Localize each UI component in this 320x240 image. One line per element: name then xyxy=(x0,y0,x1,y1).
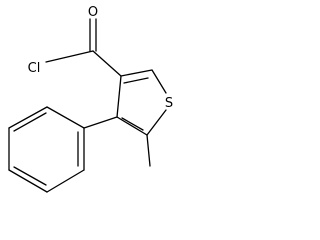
phenyl-bond-5 xyxy=(46,169,85,193)
chlorine-atom-label: Cl xyxy=(28,61,41,76)
carbonyl-ring-bond xyxy=(92,50,122,77)
thiophene-bond-s-c5 xyxy=(146,109,167,136)
oxygen-atom-label: O xyxy=(88,5,98,20)
thiophene-bond-c5-c4 xyxy=(116,116,148,136)
sulfur-atom-label: S xyxy=(165,96,173,111)
carbon-chlorine-bond xyxy=(45,50,94,63)
phenyl-double-bond-a xyxy=(13,112,47,132)
methyl-bond xyxy=(146,134,151,167)
thiophene-bond-c4-c3 xyxy=(116,75,122,118)
phenyl-double-bond-b xyxy=(13,166,47,186)
phenyl-bond-2 xyxy=(8,106,48,129)
phenyl-bond-1 xyxy=(46,106,85,129)
thiophene-double-bond-inner-a xyxy=(123,77,149,84)
thiophene-bond-c3-c2 xyxy=(120,69,153,77)
phenyl-bond-4 xyxy=(8,169,48,193)
molecule-structure: O Cl S xyxy=(8,5,173,193)
thiophene-double-bond-inner-b xyxy=(121,117,144,131)
thiophene-bond-c2-s xyxy=(151,69,167,94)
phenyl-link-bond xyxy=(83,116,118,129)
